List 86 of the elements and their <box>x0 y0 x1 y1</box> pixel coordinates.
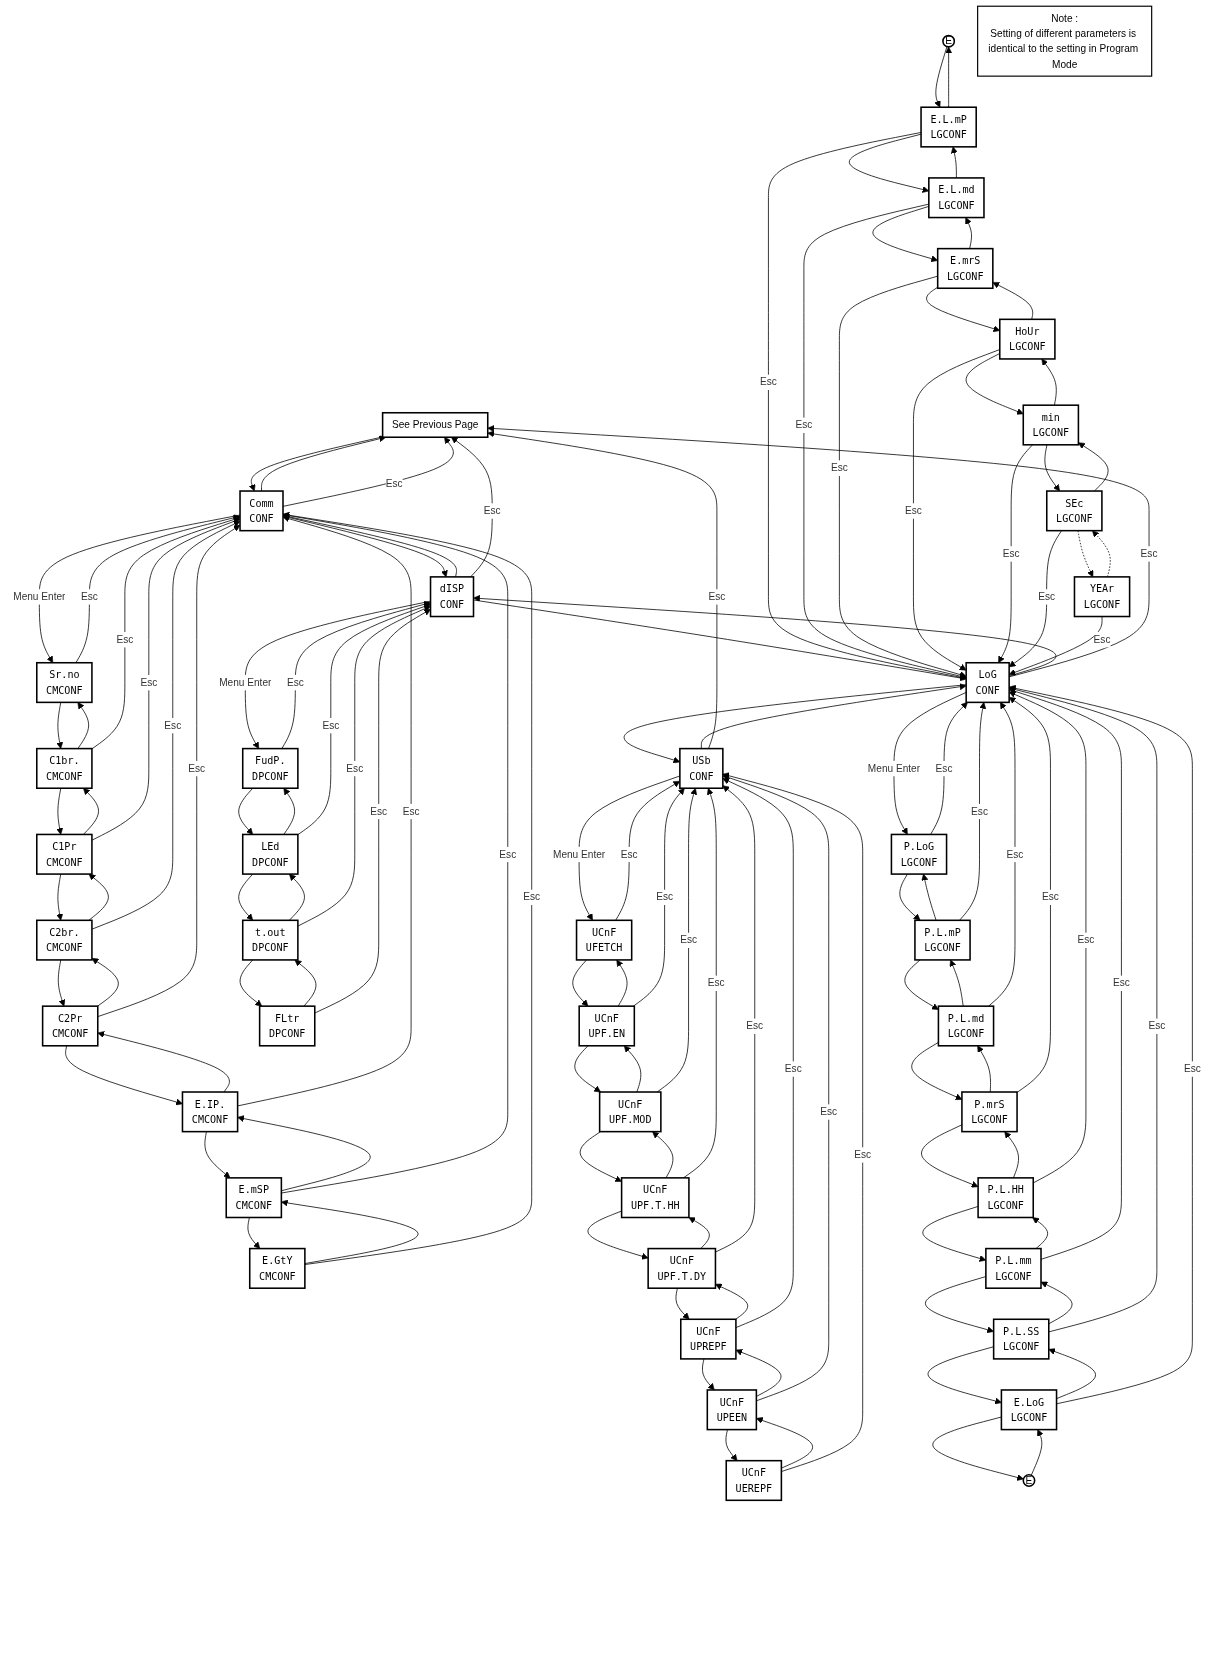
edge-label: Esc <box>1148 1019 1166 1032</box>
edge-label: Esc <box>795 418 813 431</box>
edge-label: Esc <box>708 590 726 603</box>
edge-label: Esc <box>140 676 158 689</box>
edge-label: Esc <box>656 891 674 903</box>
edge-label: Esc <box>1140 547 1158 560</box>
node-box: UCnF UPEEN <box>706 1389 758 1431</box>
edge-label: Menu Enter <box>867 762 921 775</box>
node-box: Comm CONF <box>239 490 284 532</box>
edge-label: Esc <box>116 633 134 646</box>
edge-label: Esc <box>499 848 517 860</box>
node-box: FLtr DPCONF <box>258 1005 316 1047</box>
node-box: UCnF UPF.EN <box>578 1005 636 1047</box>
node-box: FudP. DPCONF <box>241 747 299 789</box>
edge-label: Esc <box>286 676 304 689</box>
node-box: E.L.mP LGCONF <box>920 106 977 148</box>
node-box: P.L.HH LGCONF <box>977 1177 1034 1219</box>
node-box: C1Pr CMCONF <box>36 833 93 875</box>
edge-label: Menu Enter <box>552 848 606 860</box>
node-box: P.L.SS LGCONF <box>992 1318 1050 1360</box>
node-box: E.mSP CMCONF <box>225 1177 283 1219</box>
node-box: dISP CONF <box>429 576 475 618</box>
node-box: C2Pr CMCONF <box>41 1005 99 1047</box>
node-box: UCnF UPF.T.DY <box>647 1247 717 1289</box>
edge-label: Esc <box>820 1105 838 1118</box>
edge-label: Esc <box>1006 848 1024 860</box>
edge-label: Esc <box>784 1062 802 1075</box>
edge-label: Menu Enter <box>13 590 66 603</box>
node-box: UCnF UFETCH <box>575 919 633 961</box>
edge-label: Esc <box>370 805 388 817</box>
edge-label: Esc <box>760 376 777 388</box>
edge-label: Esc <box>483 504 501 517</box>
node-box: USb CONF <box>679 747 724 789</box>
edge-label: Esc <box>854 1148 872 1161</box>
edge-label: Esc <box>322 719 340 732</box>
node-box: LoG CONF <box>965 661 1010 704</box>
node-box: E.L.md LGCONF <box>928 177 985 219</box>
node-circle: E <box>942 34 956 48</box>
edge-label: Esc <box>385 477 403 489</box>
node-box: YEAr LGCONF <box>1073 576 1131 618</box>
node-box: SEc LGCONF <box>1046 490 1103 532</box>
node-box: Sr.no CMCONF <box>36 661 93 704</box>
edge-label: Esc <box>746 1019 764 1032</box>
node-box: P.L.mP LGCONF <box>914 919 971 961</box>
node-box: E.IP. CMCONF <box>181 1091 239 1133</box>
node-box: UCnF UPF.MOD <box>598 1091 662 1133</box>
node-circle: E <box>1022 1474 1036 1487</box>
edge-label: Esc <box>707 977 725 989</box>
node-box: UCnF UPREPF <box>680 1318 737 1360</box>
edge-label: Esc <box>164 719 182 732</box>
node-box: P.mrS LGCONF <box>961 1091 1018 1133</box>
node-box: min LGCONF <box>1022 404 1080 446</box>
edge-label: Esc <box>1112 977 1130 989</box>
node-box: See Previous Page <box>381 412 489 438</box>
node-box: HoUr LGCONF <box>999 318 1056 360</box>
node-box: Note : Setting of different parameters is identical to the setting in Program Mode <box>977 5 1153 77</box>
node-box: LEd DPCONF <box>241 833 299 875</box>
edge-label: Menu Enter <box>219 676 272 689</box>
edge-label: Esc <box>935 762 953 775</box>
node-box: E.LoG LGCONF <box>1000 1389 1058 1431</box>
edge-label: Esc <box>1038 590 1056 603</box>
edge-label: Esc <box>971 805 988 817</box>
edge-label: Esc <box>905 504 922 517</box>
node-box: P.L.md LGCONF <box>937 1005 995 1047</box>
edge-label: Esc <box>523 891 541 903</box>
edge-label: Esc <box>1042 891 1059 903</box>
node-box: UCnF UPF.T.HH <box>620 1177 690 1219</box>
edge-label: Esc <box>402 805 420 817</box>
edge-label: Esc <box>1183 1062 1201 1075</box>
edge-label: Esc <box>80 590 98 603</box>
edge-label: Esc <box>1077 934 1095 946</box>
node-box: t.out DPCONF <box>241 919 299 961</box>
edge-label: Esc <box>680 934 697 946</box>
node-box: C2br. CMCONF <box>36 919 93 961</box>
node-box: UCnF UEREPF <box>725 1459 783 1502</box>
edge-label: Esc <box>830 461 848 474</box>
edge-label: Esc <box>1002 547 1020 560</box>
edge-label: Esc <box>188 762 206 775</box>
node-box: C1br. CMCONF <box>36 747 93 789</box>
edge-label: Esc <box>620 848 638 860</box>
edge-label: Esc <box>1093 633 1111 646</box>
edge-label: Esc <box>346 762 364 775</box>
node-box: P.LoG LGCONF <box>890 833 948 875</box>
node-box: P.L.mm LGCONF <box>985 1247 1042 1289</box>
node-box: E.mrS LGCONF <box>936 247 994 290</box>
node-box: E.GtY CMCONF <box>248 1247 306 1289</box>
